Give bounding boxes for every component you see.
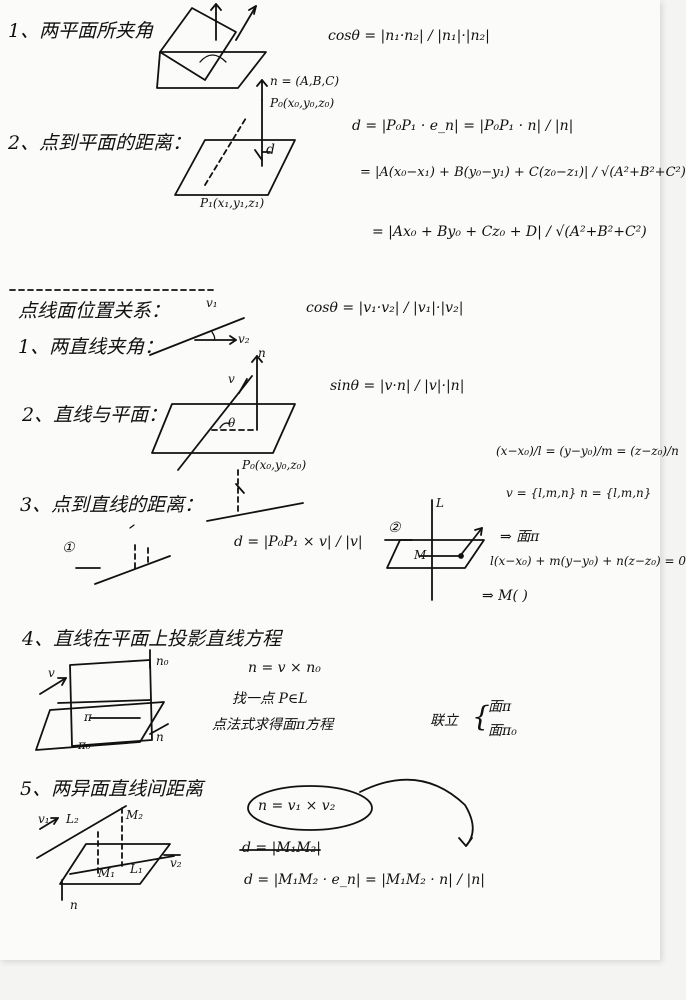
heading-point-line-plane-relations: 点线面位置关系：: [18, 300, 171, 322]
line-vectors: v = {l,m,n} n = {l,m,n}: [506, 486, 652, 500]
proj-conclusion-plane1: 面π: [488, 699, 512, 715]
vector-v2-label: v₂: [238, 332, 250, 346]
skew-normal-formula: n = v₁ × v₂: [258, 798, 336, 814]
formula-point-plane-line3: = |Ax₀ + By₀ + Cz₀ + D| / √(A²+B²+C²): [372, 224, 647, 240]
point-M-label: M: [414, 548, 427, 562]
method2-plane-equation: l(x−x₀) + m(y−y₀) + n(z−z₀) = 0: [490, 554, 686, 568]
proj-pi-label: π: [84, 710, 92, 724]
proj-pi0-label: π₀: [78, 738, 91, 752]
skew-struck-formula: d = |M₁M₂|: [242, 840, 321, 856]
skew-n-label: n: [70, 898, 78, 912]
vector-v1-label: v₁: [206, 296, 218, 310]
point-p1-label: P₁(x₁,y₁,z₁): [200, 196, 265, 210]
proj-conclusion-plane2: 面π₀: [488, 723, 517, 739]
vector-n-label: n: [258, 346, 266, 360]
heading-two-planes-angle: 1、两平面所夹角: [8, 20, 154, 42]
point-p0-label: P₀(x₀,y₀,z₀): [270, 96, 335, 110]
formula-line-plane: sinθ = |v·n| / |v|·|n|: [330, 378, 465, 394]
skew-L1-label: L₁: [130, 862, 143, 876]
heading-line-plane: 2、直线与平面：: [22, 404, 168, 426]
formula-two-planes-angle: cosθ = |n₁·n₂| / |n₁|·|n₂|: [328, 28, 490, 44]
heading-point-to-line: 3、点到直线的距离：: [20, 494, 204, 516]
method2-plane: ⇒ 面π: [500, 529, 540, 545]
proj-vector-n-label: n: [156, 730, 164, 744]
heading-projection-line: 4、直线在平面上投影直线方程: [22, 628, 282, 650]
formula-point-plane-line2: = |A(x₀−x₁) + B(y₀−y₁) + C(z₀−z₁)| / √(A…: [360, 165, 686, 180]
skew-v2-label: v₂: [170, 856, 182, 870]
skew-M2-label: M₂: [126, 808, 144, 822]
proj-normal-formula: n = v × n₀: [248, 660, 321, 676]
heading-two-lines-angle: 1、两直线夹角：: [18, 336, 164, 358]
angle-theta-label: θ: [228, 416, 236, 430]
vector-v-label: v: [228, 372, 235, 386]
method2-marker: ②: [388, 520, 401, 536]
line-equation: (x−x₀)/l = (y−y₀)/m = (z−z₀)/n: [496, 444, 679, 458]
diagram-projection: [35, 649, 169, 751]
formula-point-line-method1: d = |P₀P₁ × v| / |v|: [234, 534, 363, 550]
point-p0-line-label: P₀(x₀,y₀,z₀): [242, 458, 307, 472]
skew-distance-formula: d = |M₁M₂ · e_n| = |M₁M₂ · n| / |n|: [244, 872, 485, 888]
diagram-point-to-line: [75, 469, 485, 601]
proj-brace: {: [472, 700, 490, 733]
notebook-page: [0, 0, 660, 960]
diagram-line-plane: [151, 355, 296, 471]
formula-point-plane-line1: d = |P₀P₁ · e_n| = |P₀P₁ · n| / |n|: [352, 118, 574, 134]
proj-conclusion-prefix: 联立: [430, 713, 458, 729]
method1-marker: ①: [62, 540, 75, 556]
diagram-skew-lines: [36, 778, 474, 901]
formula-two-lines-angle: cosθ = |v₁·v₂| / |v₁|·|v₂|: [306, 300, 464, 316]
method2-result: ⇒ M( ): [482, 588, 528, 604]
skew-L2-label: L₂: [66, 812, 79, 826]
proj-vector-v-label: v: [48, 666, 55, 680]
heading-skew-lines-distance: 5、两异面直线间距离: [20, 778, 204, 800]
skew-v1-label: v₁: [38, 812, 50, 826]
normal-vector-label: n = (A,B,C): [270, 74, 340, 88]
skew-M1-label: M₁: [98, 866, 116, 880]
line-L-label: L: [436, 496, 444, 510]
proj-step1: 找一点 P∈L: [232, 691, 308, 707]
diagram-two-planes: [156, 3, 267, 89]
distance-d-label: d: [266, 142, 275, 158]
heading-point-to-plane: 2、点到平面的距离：: [8, 132, 192, 154]
diagram-two-lines: [149, 317, 245, 356]
proj-step2: 点法式求得面π方程: [212, 717, 334, 733]
diagram-point-to-plane: [174, 79, 296, 196]
proj-vector-n0-label: n₀: [156, 654, 169, 668]
